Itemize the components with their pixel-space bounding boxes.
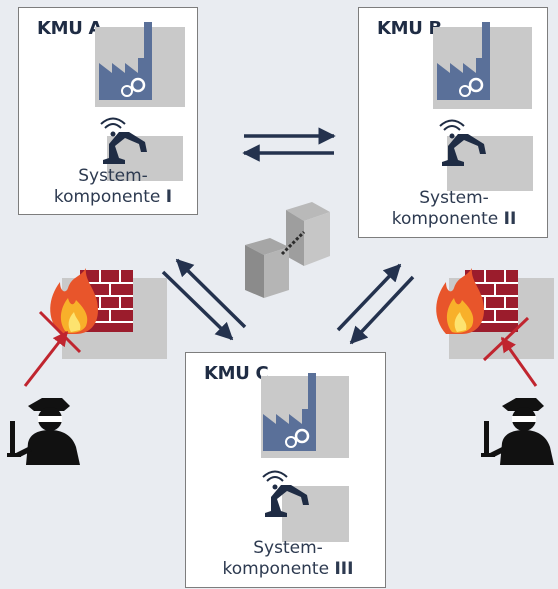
attack-arrow-right xyxy=(500,336,538,387)
block-slash-right xyxy=(482,316,530,362)
caption-line-1: System- xyxy=(78,166,148,186)
arrow-c-to-a xyxy=(175,258,247,329)
factory-icon xyxy=(99,22,152,100)
factory-icon xyxy=(437,22,490,100)
caption-line-2: komponente III xyxy=(222,559,354,579)
kmu-a-title: KMU A xyxy=(37,18,103,39)
arrow-a-to-c xyxy=(161,270,234,341)
attack-arrow-left xyxy=(23,330,69,387)
kmu-c-robot-bg xyxy=(282,486,349,542)
kmu-a-caption: System- komponente I xyxy=(28,166,198,208)
kmu-c-box: KMU C System- komponente III xyxy=(185,352,386,588)
kmu-c-caption: System- komponente III xyxy=(203,538,373,580)
caption-line-2: komponente I xyxy=(53,187,173,207)
robot-arm-icon xyxy=(439,119,486,166)
robot-arm-icon xyxy=(262,470,309,517)
block-slash-left xyxy=(38,310,82,354)
factory-icon xyxy=(263,373,316,451)
robot-arm-icon xyxy=(100,117,147,164)
kmu-c-title: KMU C xyxy=(204,363,269,384)
kmu-b-title: KMU B xyxy=(377,18,442,39)
hacker-icon xyxy=(7,398,80,465)
kmu-b-caption: System- komponente II xyxy=(369,188,539,230)
arrow-c-to-b xyxy=(336,263,402,332)
caption-line-2: komponente II xyxy=(391,209,517,229)
caption-line-1: System- xyxy=(253,538,323,558)
caption-line-1: System- xyxy=(419,188,489,208)
arrow-b-to-c xyxy=(349,275,415,345)
kmu-b-box: KMU B System- komponente II xyxy=(358,7,548,238)
hacker-icon xyxy=(481,398,554,465)
kmu-a-box: KMU A System- komponente I xyxy=(18,7,198,215)
